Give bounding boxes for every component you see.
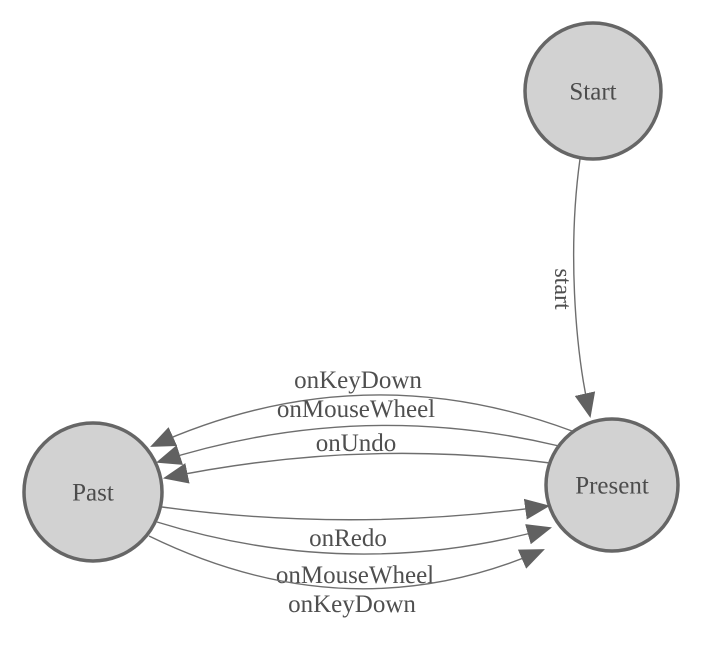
state-circle-present[interactable] [544,417,680,553]
transition-past-to-present-keydown[interactable]: onKeyDown [148,535,545,618]
edge-label-onredo: onRedo [309,525,387,552]
state-label-present: Present [575,472,649,499]
transition-present-to-past-keydown[interactable]: onKeyDown [150,367,573,447]
edge-label-start: start [549,268,575,310]
edge-label-onmousewheel-bottom: onMouseWheel [276,562,434,589]
state-circle-start[interactable] [523,21,663,161]
edge-line-onmousewheel-bottom[interactable] [156,521,553,555]
transition-past-to-present-redo[interactable]: onRedo [161,498,551,552]
transition-present-to-past-mousewheel[interactable]: onMouseWheel [156,396,560,465]
state-label-start: Start [569,78,616,105]
edge-label-onmousewheel-top: onMouseWheel [277,396,435,423]
edge-label-onkeydown-bottom: onKeyDown [288,591,416,618]
edge-line-onundo[interactable] [162,452,551,484]
state-node-present[interactable]: Present [544,417,680,553]
state-node-start[interactable]: Start [523,21,663,161]
transition-present-to-past-undo[interactable]: onUndo [162,430,551,484]
transition-start-to-present[interactable]: start [549,158,596,419]
state-label-past: Past [72,479,114,506]
edge-line-onkeydown-bottom[interactable] [148,535,545,590]
state-node-past[interactable]: Past [22,421,164,563]
edge-line-onredo[interactable] [161,498,551,521]
edge-label-onundo: onUndo [316,430,397,457]
edge-line-onmousewheel-top[interactable] [156,424,560,465]
edge-line-start[interactable] [572,158,596,419]
edge-line-onkeydown-top[interactable] [150,394,573,447]
edge-label-onkeydown-top: onKeyDown [294,367,422,394]
state-circle-past[interactable] [22,421,164,563]
